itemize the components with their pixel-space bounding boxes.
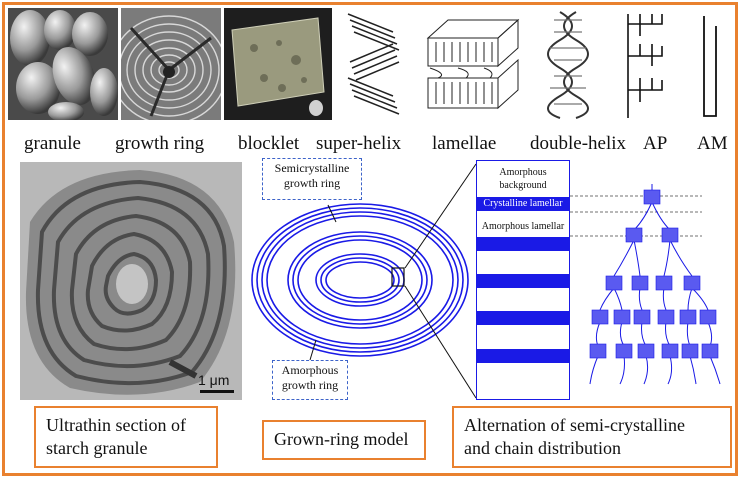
blue-band	[477, 237, 569, 251]
amorphous-background-line1: Amorphous	[499, 167, 547, 178]
lamellae-drawing	[426, 18, 520, 110]
semicrystalline-label-line1: Semicrystalline	[274, 161, 350, 175]
semicrystalline-label-line2: growth ring	[283, 176, 341, 190]
amorphous-ring-label-line2: growth ring	[281, 378, 339, 392]
ap-label: AP	[643, 133, 668, 154]
amorphous-ring-label-line1: Amorphous	[281, 363, 339, 377]
granule-image	[8, 8, 118, 120]
lamellae-label: lamellae	[432, 133, 497, 154]
blue-band	[477, 311, 569, 325]
chain-distribution-tree	[589, 184, 721, 385]
crystalline-lamellar-band: Crystalline lamellar	[477, 197, 569, 211]
super-helix-label: super-helix	[316, 133, 402, 154]
am-drawing	[703, 16, 717, 117]
caption-ultrathin-line1: Ultrathin section of	[46, 415, 186, 435]
caption-grown-ring-text: Grown-ring model	[274, 429, 409, 449]
double-helix-label: double-helix	[530, 133, 627, 154]
double-helix-drawing	[547, 11, 589, 119]
ultrathin-micrograph: 1 μm	[20, 162, 242, 400]
semicrystalline-label: Semicrystalline growth ring	[262, 158, 362, 200]
growth-ring-image	[121, 8, 221, 120]
lamella-column: Amorphous background Crystalline lamella…	[476, 160, 570, 400]
ap-drawing	[627, 14, 663, 118]
caption-grown-ring: Grown-ring model	[262, 420, 426, 460]
caption-alternation-line1: Alternation of semi-crystalline	[464, 415, 685, 435]
caption-alternation: Alternation of semi-crystalline and chai…	[452, 406, 732, 468]
amorphous-lamellar-label: Amorphous lamellar	[481, 221, 565, 232]
scale-bar	[200, 390, 234, 393]
super-helix-drawing	[347, 13, 400, 115]
granule-label: granule	[24, 133, 81, 154]
ring-model	[251, 203, 469, 357]
outer-frame	[2, 2, 738, 476]
blocklet-label: blocklet	[238, 133, 300, 154]
amorphous-background-line2: background	[499, 179, 547, 191]
scale-bar-label: 1 μm	[198, 372, 230, 388]
blue-band	[477, 274, 569, 288]
am-label: AM	[697, 133, 728, 154]
growth-ring-label: growth ring	[115, 133, 205, 154]
caption-ultrathin: Ultrathin section of starch granule	[34, 406, 218, 468]
caption-ultrathin-line2: starch granule	[46, 438, 148, 459]
caption-alternation-line2: and chain distribution	[464, 438, 621, 459]
crystalline-lamellar-label: Crystalline lamellar	[483, 198, 563, 209]
amorphous-ring-label: Amorphous growth ring	[272, 360, 348, 400]
amorphous-background-label: Amorphous background	[477, 167, 569, 192]
blocklet-image	[224, 8, 332, 120]
blue-band	[477, 349, 569, 363]
